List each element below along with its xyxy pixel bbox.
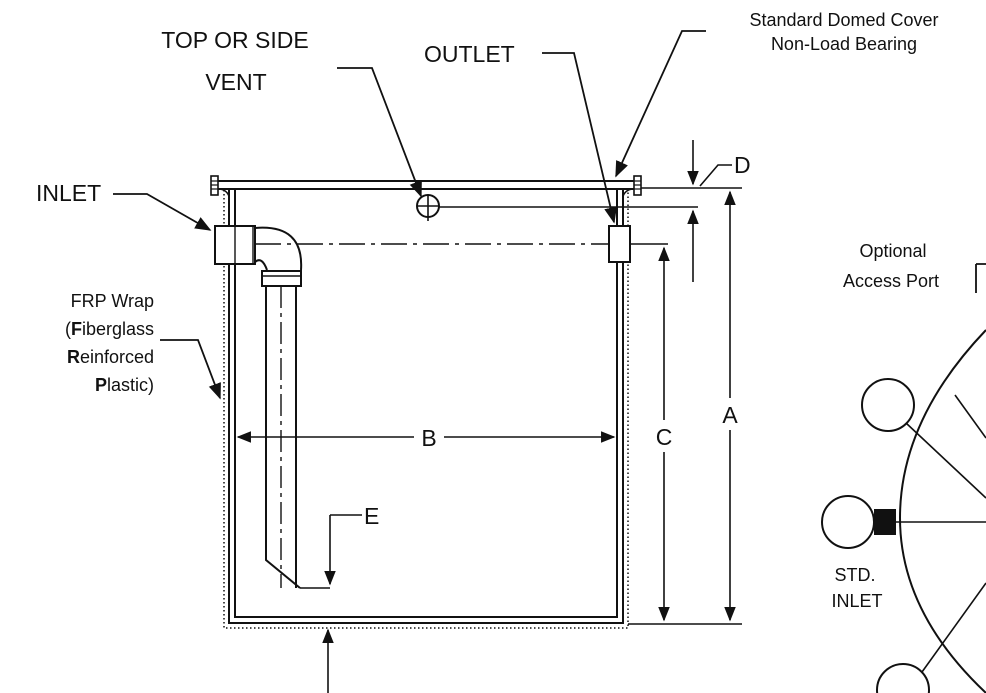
dim-d-label: D (734, 152, 751, 178)
cover-label-line2: Non-Load Bearing (771, 34, 917, 54)
domed-cover (210, 175, 642, 197)
vent-symbol (416, 194, 440, 221)
frp-wrap-outline (223, 190, 629, 629)
std-inlet-marker (874, 509, 896, 535)
std-inlet-label-line2: INLET (831, 591, 882, 611)
dimension-c: C (656, 246, 673, 622)
optional-leader (975, 263, 986, 293)
dimension-a: A (722, 190, 738, 622)
dim-e-label: E (364, 503, 379, 529)
frp-label-line3: Reinforced (67, 347, 154, 367)
dim-c-label: C (656, 424, 673, 450)
callout-frp: FRP Wrap (Fiberglass Reinforced Plastic) (65, 291, 221, 400)
callout-vent: TOP OR SIDE VENT (161, 27, 422, 198)
std-inlet-label-line1: STD. (834, 565, 875, 585)
inlet-label: INLET (36, 180, 101, 206)
outlet-fitting (608, 225, 631, 263)
pipe-sleeve (261, 270, 302, 287)
vent-label-line1: TOP OR SIDE (161, 27, 308, 53)
dim-a-label: A (722, 402, 738, 428)
callout-inlet: INLET (36, 180, 212, 231)
optional-label-line2: Access Port (843, 271, 939, 291)
dimension-d: D (687, 140, 751, 282)
dim-b-label: B (421, 425, 436, 451)
access-port-std-inlet (821, 495, 875, 549)
tank-plan-arc (898, 329, 986, 693)
frp-label-line2: (Fiberglass (65, 319, 154, 339)
dimension-b: B (236, 425, 616, 451)
dimension-e: E (322, 503, 379, 693)
tank-outer-wall (228, 190, 624, 624)
vent-label-line2: VENT (205, 69, 266, 95)
tank-body (223, 190, 629, 629)
outlet-label: OUTLET (424, 41, 515, 67)
frp-label-line1: FRP Wrap (71, 291, 154, 311)
inlet-elbow (254, 226, 303, 271)
access-port-bottom (876, 663, 930, 693)
tank-inner-wall (234, 190, 618, 618)
callout-outlet: OUTLET (424, 41, 617, 224)
access-port-top (861, 378, 915, 432)
callout-cover: Standard Domed Cover Non-Load Bearing (615, 10, 939, 178)
optional-label-line1: Optional (859, 241, 926, 261)
frp-label-line4: Plastic) (95, 375, 154, 395)
plan-view: Optional Access Port STD. INLET (821, 241, 986, 693)
cover-label-line1: Standard Domed Cover (749, 10, 938, 30)
inlet-pipe (214, 225, 330, 589)
